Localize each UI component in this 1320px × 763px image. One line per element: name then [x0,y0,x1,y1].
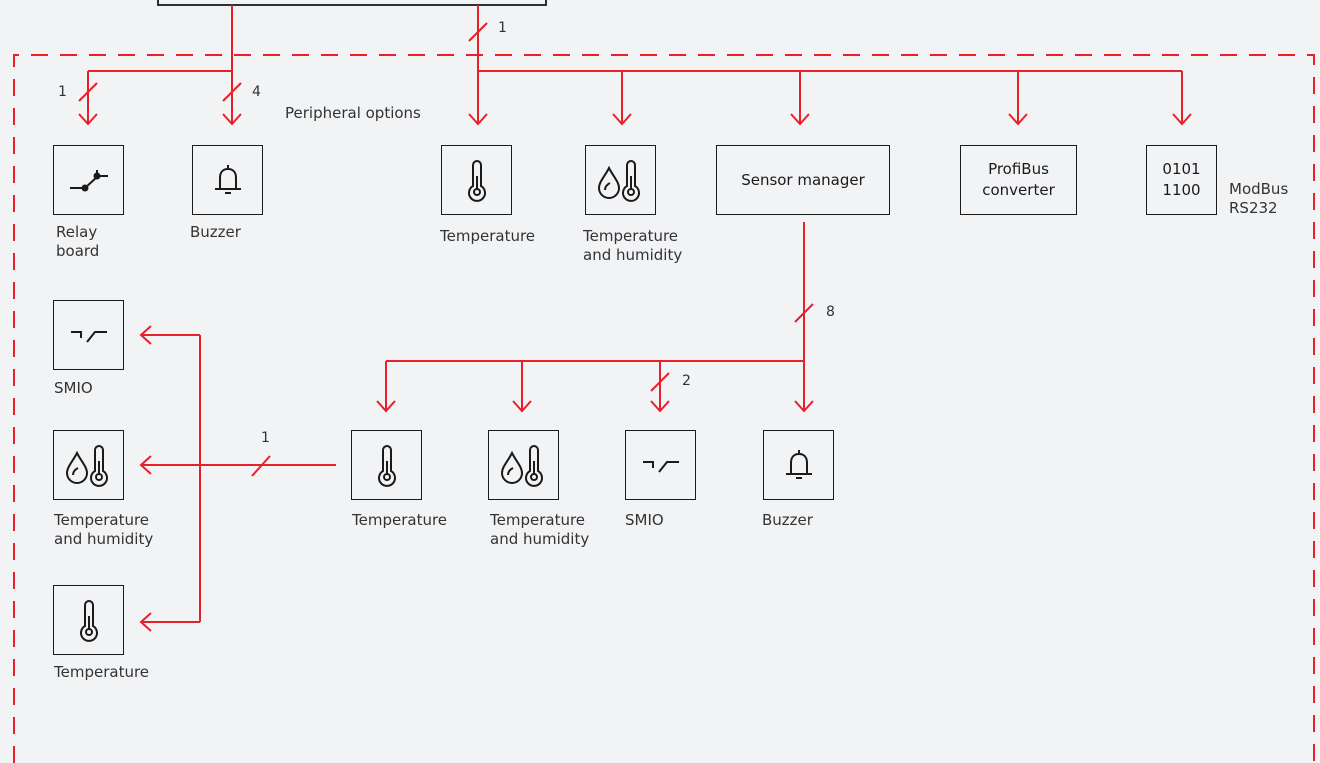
temperature-humidity-top-node[interactable] [585,145,656,215]
bus-count-buzzer: 4 [252,84,261,100]
bus-slash [650,372,670,392]
bus-slash [468,22,488,42]
arrowhead [794,400,814,413]
temperature-humidity-mid-label: Temperature and humidity [490,511,590,548]
smio-mid-label: SMIO [625,511,664,529]
temperature-left-node[interactable] [53,585,124,655]
smio-left-node[interactable] [53,300,124,370]
temperature-humidity-mid-node[interactable] [488,430,559,500]
peripheral-boundary [13,54,1315,763]
arrowhead [78,113,98,126]
bus-count-chain: 1 [261,430,270,446]
buzzer-mid-node[interactable] [763,430,834,500]
profibus-converter-node[interactable]: ProfiBus converter [960,145,1077,215]
profibus-converter-text: ProfiBus converter [982,160,1055,199]
smio-switch-icon [70,331,107,343]
controller-box [157,0,547,6]
bus-slash [78,82,98,102]
bus-count-sensor-manager: 8 [826,304,835,320]
section-label: Peripheral options [285,104,421,122]
temperature-mid-label: Temperature [352,511,448,529]
buzzer-top-node[interactable] [192,145,263,215]
relay-board-label: Relay board [56,223,100,260]
arrowhead [612,113,632,126]
temperature-top-label: Temperature [440,227,536,245]
bus-slash [794,303,814,323]
arrowhead [139,325,152,345]
thermometer-icon [79,600,98,642]
smio-mid-node[interactable] [625,430,696,500]
arrowhead [222,113,242,126]
arrowhead [1008,113,1028,126]
wires [78,5,1192,632]
droplet-thermometer-icon [65,445,108,487]
bus-slash [222,82,242,102]
sensor-manager-node[interactable]: Sensor manager [716,145,890,215]
arrowhead [1172,113,1192,126]
relay-switch-icon [69,170,108,192]
arrowhead [512,400,532,413]
relay-board-node[interactable] [53,145,124,215]
temperature-left-label: Temperature [54,663,150,681]
arrowhead [650,400,670,413]
bus-count-relay: 1 [58,84,67,100]
bus-slash [251,455,271,477]
modbus-node[interactable]: 0101 1100 [1146,145,1217,215]
bell-icon [214,165,241,194]
thermometer-icon [377,445,396,487]
arrowhead [139,612,152,632]
modbus-label: ModBus RS232 [1229,180,1289,217]
smio-left-label: SMIO [54,379,93,397]
buzzer-mid-label: Buzzer [762,511,813,529]
thermometer-icon [467,160,486,202]
bus-count-main: 1 [498,20,507,36]
bell-icon [785,450,812,479]
smio-switch-icon [642,461,679,473]
sensor-manager-text: Sensor manager [741,170,865,189]
temperature-humidity-left-label: Temperature and humidity [54,511,154,548]
buzzer-top-label: Buzzer [190,223,241,241]
droplet-thermometer-icon [500,445,543,487]
arrowhead [139,455,152,475]
temperature-humidity-top-label: Temperature and humidity [583,227,683,264]
bus-count-smio: 2 [682,373,691,389]
temperature-humidity-left-node[interactable] [53,430,124,500]
temperature-top-node[interactable] [441,145,512,215]
temperature-mid-node[interactable] [351,430,422,500]
arrowhead [790,113,810,126]
modbus-binary-text: 0101 1100 [1162,160,1201,199]
droplet-thermometer-icon [597,160,640,202]
arrowhead [376,400,396,413]
arrowhead [468,113,488,126]
